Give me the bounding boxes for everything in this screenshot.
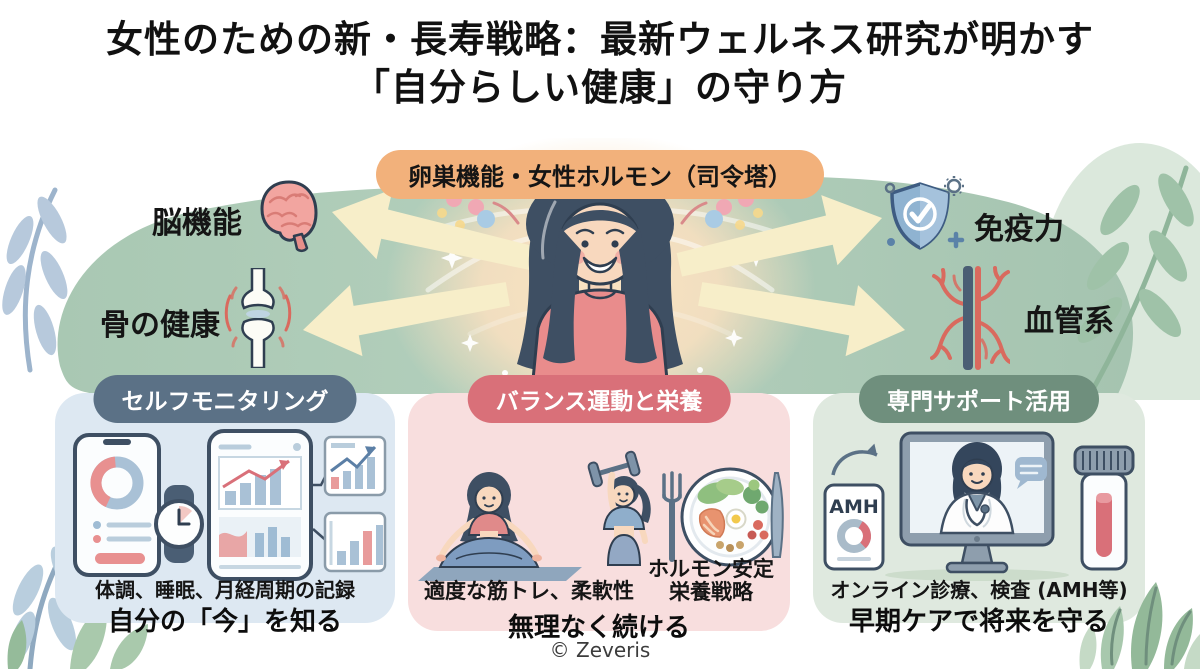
title-line1: 女性のための新・長寿戦略：最新ウェルネス研究が明かす [106, 18, 1094, 61]
hub-arrows [303, 189, 905, 357]
blood-vessel-icon [930, 266, 1010, 370]
panel-self-monitoring: セルフモニタリング [55, 375, 395, 623]
note-hormone-line1: ホルモン安定 [648, 556, 774, 581]
chat-bubble-icon [1015, 457, 1047, 489]
target-label-immune: 免疫力 [974, 212, 1064, 247]
smartwatch-icon [154, 485, 204, 563]
tagline-self-monitoring: 自分の「今」を知る [107, 607, 342, 637]
bar-chart-cards-icon [323, 435, 387, 573]
note-hormone-line2: 栄養戦略 [669, 580, 753, 605]
yoga-woman-icon [436, 472, 542, 568]
copyright-text: © Zeveris [549, 638, 651, 662]
page-title: 女性のための新・長寿戦略：最新ウェルネス研究が明かす 「自分らしい健康」の守り方 [0, 16, 1200, 112]
leaf-decoration-bottom-right-icon [1079, 582, 1200, 669]
dumbbell-woman-icon [587, 450, 651, 566]
panel-header-self-monitoring: セルフモニタリング [93, 375, 357, 423]
telehealth-doctor-monitor-icon [899, 431, 1055, 574]
panel-note-self-monitoring: 体調、睡眠、月経周期の記録 [95, 578, 355, 602]
germ-icon [944, 176, 964, 196]
target-label-brain: 脳機能 [152, 206, 242, 241]
leaf-decoration-top-left-icon [2, 187, 68, 373]
arrow-to-vascular [698, 282, 905, 357]
hub-badge: 卵巣機能・女性ホルモン（司令塔） [376, 150, 824, 199]
arrow-to-brain [332, 189, 538, 271]
smartphone-trend-chart-icon [207, 429, 313, 581]
knife-icon [770, 472, 784, 558]
panel-exercise-nutrition: バランス運動と栄養 [408, 375, 790, 631]
leaf-decoration-top-right-icon [1077, 165, 1194, 398]
tagline-exercise-nutrition: 無理なく続ける [507, 613, 690, 643]
arrow-to-immune [676, 195, 882, 277]
dumbbell-icon [587, 450, 641, 488]
plus-icon [947, 231, 965, 249]
self-monitoring-illustration [73, 429, 387, 581]
blood-sample-vial-icon [1073, 445, 1135, 571]
amh-test-card-icon: AMH [823, 483, 885, 571]
tagline-professional-support: 早期ケアで将来を守る [848, 607, 1109, 637]
panel-professional-support: 専門サポート活用 AMH [813, 375, 1145, 623]
title-line2: 「自分らしい健康」の守り方 [353, 66, 847, 110]
panel-header-professional-support: 専門サポート活用 [859, 375, 1099, 423]
woman-illustration [517, 172, 683, 392]
curved-arrow-icon [831, 443, 878, 476]
panel-notes-exercise-nutrition: 適度な筋トレ、柔軟性 ホルモン安定 栄養戦略 [408, 556, 790, 605]
panel-note-professional-support: オンライン診療、検査 (AMH等) [830, 578, 1128, 602]
fork-icon [662, 471, 682, 562]
target-label-bone: 骨の健康 [100, 308, 220, 343]
exercise-nutrition-illustration [418, 450, 784, 581]
note-strength-flexibility: 適度な筋トレ、柔軟性 [424, 579, 634, 603]
note-hormone-nutrition: ホルモン安定 栄養戦略 [648, 556, 774, 605]
amh-label: AMH [829, 496, 879, 518]
arrow-to-bone [303, 282, 510, 357]
panel-header-exercise-nutrition: バランス運動と栄養 [467, 375, 731, 423]
stethoscope-icon [965, 498, 987, 527]
healthy-plate-icon [680, 467, 780, 567]
brain-icon [260, 180, 318, 253]
yoga-mat [418, 567, 582, 581]
smartphone-donut-chart-icon [73, 433, 161, 577]
professional-support-illustration: AMH [823, 431, 1135, 581]
bone-joint-icon [224, 268, 292, 368]
target-label-vascular: 血管系 [1024, 304, 1114, 339]
shield-check-icon [884, 176, 965, 250]
